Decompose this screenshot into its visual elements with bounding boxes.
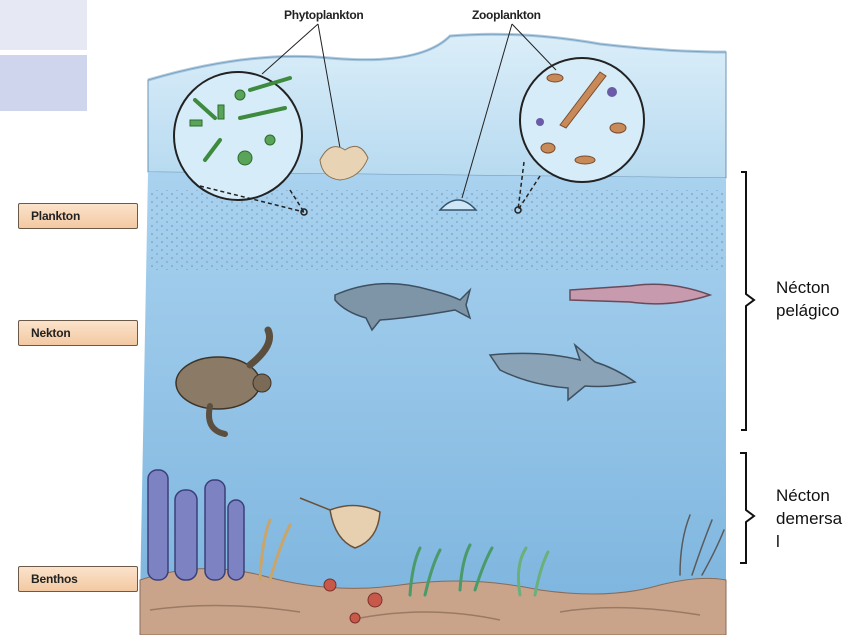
pelagic-nekton-line2: pelágico <box>776 299 839 322</box>
demersal-nekton-line3: l <box>776 530 842 553</box>
demersal-nekton-line1: Nécton <box>776 484 842 507</box>
phytoplankton-zoom-circle <box>174 72 302 200</box>
pelagic-bracket <box>741 172 754 430</box>
nekton-label: Nekton <box>18 320 138 346</box>
plankton-dots <box>148 190 726 270</box>
zooplankton-label: Zooplankton <box>472 8 541 22</box>
demersal-nekton-line2: demersa <box>776 507 842 530</box>
pelagic-nekton-line1: Nécton <box>776 276 839 299</box>
phytoplankton-label: Phytoplankton <box>284 8 363 22</box>
benthos-label: Benthos <box>18 566 138 592</box>
zooplankton-zoom-circle <box>520 58 644 182</box>
plankton-label: Plankton <box>18 203 138 229</box>
demersal-nekton-label: Nécton demersa l <box>776 484 842 553</box>
demersal-bracket <box>740 453 754 563</box>
pelagic-nekton-label: Nécton pelágico <box>776 276 839 322</box>
